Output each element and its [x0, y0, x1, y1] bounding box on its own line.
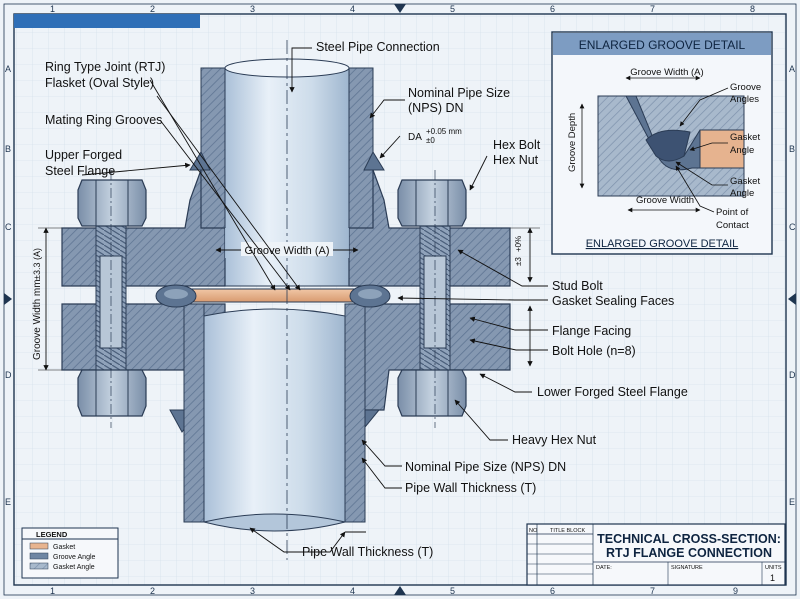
svg-text:6: 6: [550, 4, 555, 14]
svg-text:B: B: [5, 144, 11, 154]
title-block-date: DATE:: [596, 565, 612, 571]
title-block-signature: SIGNATURE: [671, 565, 703, 571]
groove-width-vertical-tol: ±3.3 (A): [32, 248, 42, 280]
dimension-right-vertical: +0% ±3: [510, 227, 540, 367]
svg-text:3: 3: [250, 4, 255, 14]
svg-text:7: 7: [650, 4, 655, 14]
svg-text:2: 2: [150, 586, 155, 596]
label-lower-flange: Lower Forged Steel Flange: [537, 385, 688, 399]
label-steel-pipe-connection: Steel Pipe Connection: [316, 40, 440, 54]
inset-gasket-angle-2a: Gasket: [730, 176, 760, 187]
legend-swatch-gasket-angle: [29, 562, 49, 570]
drawing-border: [13, 13, 787, 586]
svg-text:6: 6: [550, 586, 555, 596]
legend-swatch-gasket: [29, 542, 49, 550]
border-column-refs: 1 2 3 4 5 6 7 8 1 2 3 4 5 6 7 9: [50, 4, 755, 596]
svg-text:8: 8: [750, 4, 755, 14]
tol-right-b: ±3: [514, 257, 523, 266]
svg-text:A: A: [789, 64, 795, 74]
enlarged-groove-detail-inset: ENLARGED GROOVE DETAIL Groove Width (A) …: [551, 31, 773, 255]
groove-width-dim-label: Groove Width (A): [245, 245, 330, 257]
header-bar: [14, 14, 200, 28]
legend-item-gasket-angle: Gasket Angle: [53, 564, 95, 571]
inset-groove-width-bottom: Groove Width: [636, 195, 694, 206]
label-mating-ring-grooves: Mating Ring Grooves: [45, 113, 162, 127]
lower-pipe: [183, 303, 366, 532]
inset-point-1: Point of: [716, 207, 749, 218]
label-stud-bolt: Stud Bolt: [552, 279, 603, 293]
tol-right-a: +0%: [514, 236, 523, 252]
svg-text:9: 9: [733, 586, 738, 596]
title-block: NO TITLE BLOCK TECHNICAL CROSS-SECTION: …: [526, 523, 786, 586]
border-row-refs: A B C D E A B C D E: [5, 64, 796, 507]
label-da-tol-plus: +0.05 mm: [426, 127, 462, 136]
label-pipe-wall-thickness-bottom: Pipe Wall Thickness (T): [302, 545, 433, 559]
svg-text:C: C: [5, 222, 12, 232]
label-hex-nut: Hex Nut: [493, 153, 539, 167]
svg-text:5: 5: [450, 586, 455, 596]
inset-groove-angles-2: Angles: [730, 94, 759, 105]
title-block-units-value: 1: [770, 573, 775, 583]
label-upper-flange-line2: Steel Flange: [45, 164, 115, 178]
svg-text:D: D: [5, 370, 12, 380]
svg-text:4: 4: [350, 4, 355, 14]
inset-point-2: Contact: [716, 220, 749, 231]
legend-item-groove-angle: Groove Angle: [53, 554, 96, 561]
center-mark-top: [394, 4, 406, 13]
label-flange-facing: Flange Facing: [552, 324, 631, 338]
center-mark-right: [788, 293, 796, 305]
dimension-left-vertical: Groove Width mm ±3.3 (A): [32, 227, 62, 371]
svg-text:B: B: [789, 144, 795, 154]
legend-item-gasket: Gasket: [53, 544, 75, 551]
svg-text:4: 4: [350, 586, 355, 596]
label-rtj-line1: Ring Type Joint (RTJ): [45, 60, 165, 74]
inset-groove-depth: Groove Depth: [567, 113, 578, 172]
leader-lines: [81, 47, 548, 553]
label-upper-flange-line1: Upper Forged: [45, 148, 122, 162]
label-rtj-line2: Flasket (Oval Style): [45, 76, 154, 90]
label-da: DA: [408, 132, 422, 143]
title-block-units-label: UNITS: [765, 565, 782, 571]
svg-text:D: D: [789, 370, 796, 380]
inset-gasket-angle-1b: Angle: [730, 145, 754, 156]
title-block-heading: TITLE BLOCK: [550, 528, 585, 534]
inset-groove-width-top: Groove Width (A): [630, 67, 703, 78]
svg-text:3: 3: [250, 586, 255, 596]
label-nps-line2: (NPS) DN: [408, 101, 464, 115]
label-da-tol-zero: ±0: [426, 136, 435, 145]
label-heavy-hex-nut: Heavy Hex Nut: [512, 433, 597, 447]
center-mark-bottom: [394, 586, 406, 595]
inset-gasket-angle-2b: Angle: [730, 188, 754, 199]
groove-width-vertical-label: Groove Width mm: [32, 279, 43, 360]
title-block-no: NO: [529, 528, 538, 534]
rtj-gasket-ring: [155, 284, 391, 308]
svg-text:2: 2: [150, 4, 155, 14]
label-hex-bolt: Hex Bolt: [493, 138, 541, 152]
svg-text:5: 5: [450, 4, 455, 14]
inset-gasket-angle-1a: Gasket: [730, 132, 760, 143]
label-gasket-sealing-faces: Gasket Sealing Faces: [552, 294, 674, 308]
drawing-title-line1: TECHNICAL CROSS-SECTION:: [597, 532, 781, 546]
svg-text:1: 1: [50, 4, 55, 14]
svg-text:1: 1: [50, 586, 55, 596]
svg-text:C: C: [789, 222, 796, 232]
inset-caption: ENLARGED GROOVE DETAIL: [586, 238, 739, 250]
svg-text:E: E: [789, 497, 795, 507]
legend-title: LEGEND: [36, 530, 68, 539]
svg-text:7: 7: [650, 586, 655, 596]
legend: LEGEND Gasket Groove Angle Gasket Angle: [21, 527, 119, 579]
inset-groove-angles-1: Groove: [730, 82, 761, 93]
svg-text:E: E: [5, 497, 11, 507]
inset-title: ENLARGED GROOVE DETAIL: [579, 38, 746, 52]
drawing-title-line2: RTJ FLANGE CONNECTION: [606, 546, 772, 560]
dimension-groove-width: Groove Width (A): [215, 242, 359, 257]
label-nps-dn-lower: Nominal Pipe Size (NPS) DN: [405, 460, 566, 474]
label-bolt-hole: Bolt Hole (n=8): [552, 344, 636, 358]
label-pipe-wall-thickness: Pipe Wall Thickness (T): [405, 481, 536, 495]
center-mark-left: [4, 293, 12, 305]
label-nps-line1: Nominal Pipe Size: [408, 86, 510, 100]
svg-text:A: A: [5, 64, 11, 74]
legend-swatch-groove-angle: [29, 552, 49, 560]
